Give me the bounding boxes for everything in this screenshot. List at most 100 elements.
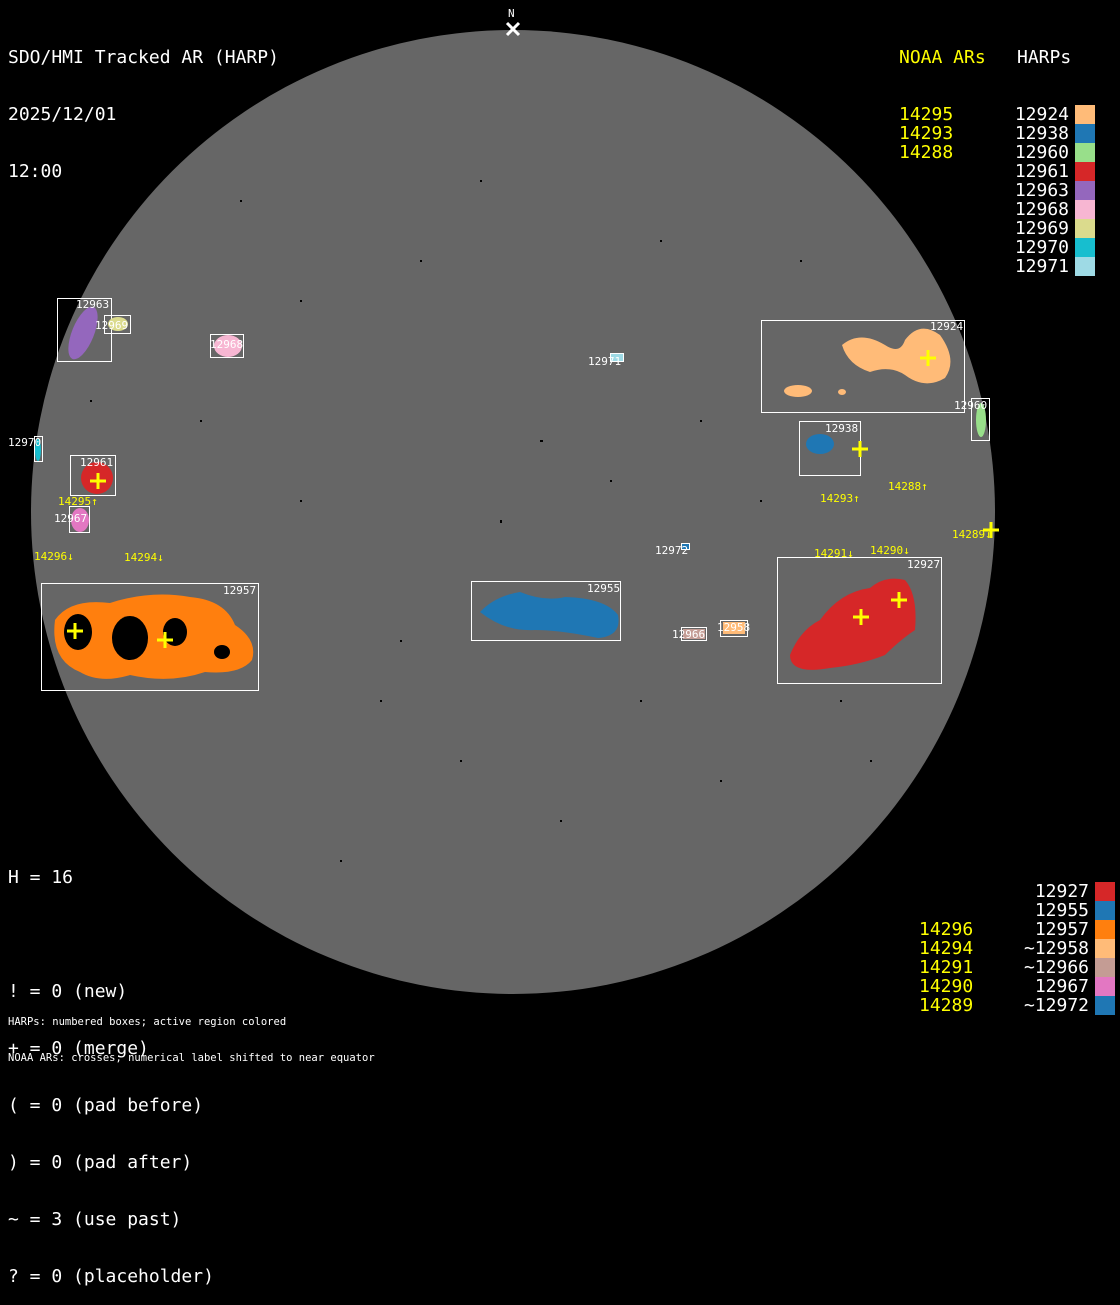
time: 12:00	[8, 161, 63, 182]
harp-12955[interactable]: 12955	[471, 581, 621, 641]
legend-row: 14294~12958	[919, 939, 1115, 958]
noaa-number: 14293	[899, 123, 954, 144]
stat-use-past: ~ = 3 (use past)	[8, 1209, 182, 1230]
notes: HARPs: numbered boxes; active region col…	[8, 992, 375, 1076]
noaa-label: 14291↓	[814, 547, 854, 560]
harp-number: 12970	[1014, 237, 1069, 258]
harp-12968[interactable]: 12968	[210, 334, 244, 358]
note-noaa: NOAA ARs: crosses; numerical label shift…	[8, 1052, 375, 1064]
stat-new: ! = 0 (new)	[8, 981, 128, 1002]
color-swatch	[1075, 181, 1095, 200]
color-swatch	[1095, 958, 1115, 977]
harp-12958[interactable]: 12958	[717, 620, 750, 637]
harp-number: ~12958	[1023, 938, 1089, 959]
stat-pad-after: ) = 0 (pad after)	[8, 1152, 193, 1173]
color-swatch	[1075, 143, 1095, 162]
legend-row: 12961	[899, 162, 1095, 181]
harp-number: 12957	[1034, 919, 1089, 940]
harp-header: HARPs	[1017, 47, 1072, 68]
harp-12927[interactable]: 12927	[777, 557, 942, 684]
color-swatch	[1075, 219, 1095, 238]
title: SDO/HMI Tracked AR (HARP)	[8, 47, 279, 68]
solar-disk	[31, 30, 995, 994]
color-swatch	[1095, 939, 1115, 958]
north-pole-marker-icon	[505, 21, 521, 37]
harp-number: 12927	[1034, 881, 1089, 902]
harp-12957[interactable]: 12957	[41, 583, 259, 691]
legend-row: 12927	[919, 882, 1115, 901]
harp-count: H = 16	[8, 867, 74, 888]
legend-row: 14293 12938	[899, 124, 1095, 143]
noaa-number: 14288	[899, 142, 954, 163]
harp-label: 12971	[588, 355, 621, 368]
noaa-label: 14293↑	[820, 492, 860, 505]
color-swatch	[1095, 882, 1115, 901]
noaa-number: 14296	[919, 919, 974, 940]
color-swatch	[1095, 920, 1115, 939]
harp-label: 12969	[95, 319, 128, 332]
color-swatch	[1095, 901, 1115, 920]
legend-row: 14288 12960	[899, 143, 1095, 162]
legend-row: 12955	[919, 901, 1115, 920]
noaa-number: 14291	[919, 957, 974, 978]
harp-label: 12938	[825, 422, 858, 435]
harp-label: 12957	[223, 584, 256, 597]
noaa-label: 14288↑	[888, 480, 928, 493]
harp-label: 12927	[907, 558, 940, 571]
harp-number: 12963	[1014, 180, 1069, 201]
north-label: N	[508, 7, 515, 20]
noaa-number: 14295	[899, 104, 954, 125]
harp-label: 12958	[717, 621, 750, 634]
legend-row: 12970	[899, 238, 1095, 257]
harp-label: 12955	[587, 582, 620, 595]
solar-disk-map: N 12963 12969 12968 12971 12924 12960 12…	[8, 7, 999, 994]
harp-12970[interactable]: 12970	[8, 436, 43, 462]
harp-number: 12955	[1034, 900, 1089, 921]
harp-12938[interactable]: 12938	[799, 421, 861, 476]
noaa-header: NOAA ARs	[899, 47, 986, 68]
harp-number: 12969	[1014, 218, 1069, 239]
legend-row: 14289~12972	[919, 996, 1115, 1015]
harp-number: 12971	[1014, 256, 1069, 277]
harp-12960[interactable]: 12960	[954, 398, 990, 441]
harp-number: 12924	[1014, 104, 1069, 125]
noaa-labels: 14295↑ 14296↓ 14294↓ 14293↑ 14288↑ 14289…	[34, 480, 992, 564]
color-swatch	[1095, 977, 1115, 996]
stat-placeholder: ? = 0 (placeholder)	[8, 1266, 214, 1287]
note-harps: HARPs: numbered boxes; active region col…	[8, 1016, 287, 1028]
harp-label: 12968	[210, 338, 243, 351]
noaa-label: 14296↓	[34, 550, 74, 563]
harp-12924[interactable]: 12924	[761, 320, 965, 413]
color-swatch	[1075, 124, 1095, 143]
harp-label: 12963	[76, 298, 109, 311]
harp-number: 12960	[1014, 142, 1069, 163]
color-swatch	[1075, 257, 1095, 276]
legend-row: 14295 12924	[899, 105, 1095, 124]
harp-12967[interactable]: 12967	[54, 506, 90, 533]
color-swatch	[1075, 238, 1095, 257]
harp-label: 12924	[930, 320, 963, 333]
harp-label: 12970	[8, 436, 41, 449]
header: SDO/HMI Tracked AR (HARP) 2025/12/01 12:…	[8, 10, 279, 200]
harp-label: 12960	[954, 399, 987, 412]
legend-row: 12963	[899, 181, 1095, 200]
harp-number: 12968	[1014, 199, 1069, 220]
magnetic-speckles	[90, 180, 872, 862]
harp-12966[interactable]: 12966	[672, 627, 707, 642]
harp-number: ~12966	[1023, 957, 1089, 978]
harp-label: 12972	[655, 544, 688, 557]
legend-row: 12971	[899, 257, 1095, 276]
noaa-label: 14290↓	[870, 544, 910, 557]
harp-number: 12938	[1014, 123, 1069, 144]
harp-number: 12967	[1034, 976, 1089, 997]
color-swatch	[1095, 996, 1115, 1015]
harp-12963[interactable]: 12963	[57, 298, 112, 363]
harp-label: 12966	[672, 628, 705, 641]
harp-12972[interactable]: 12972	[655, 543, 690, 557]
noaa-label: 14295↑	[58, 495, 98, 508]
harp-12969[interactable]: 12969	[95, 315, 131, 334]
harp-12971[interactable]: 12971	[588, 353, 624, 369]
legend-row: 12969	[899, 219, 1095, 238]
